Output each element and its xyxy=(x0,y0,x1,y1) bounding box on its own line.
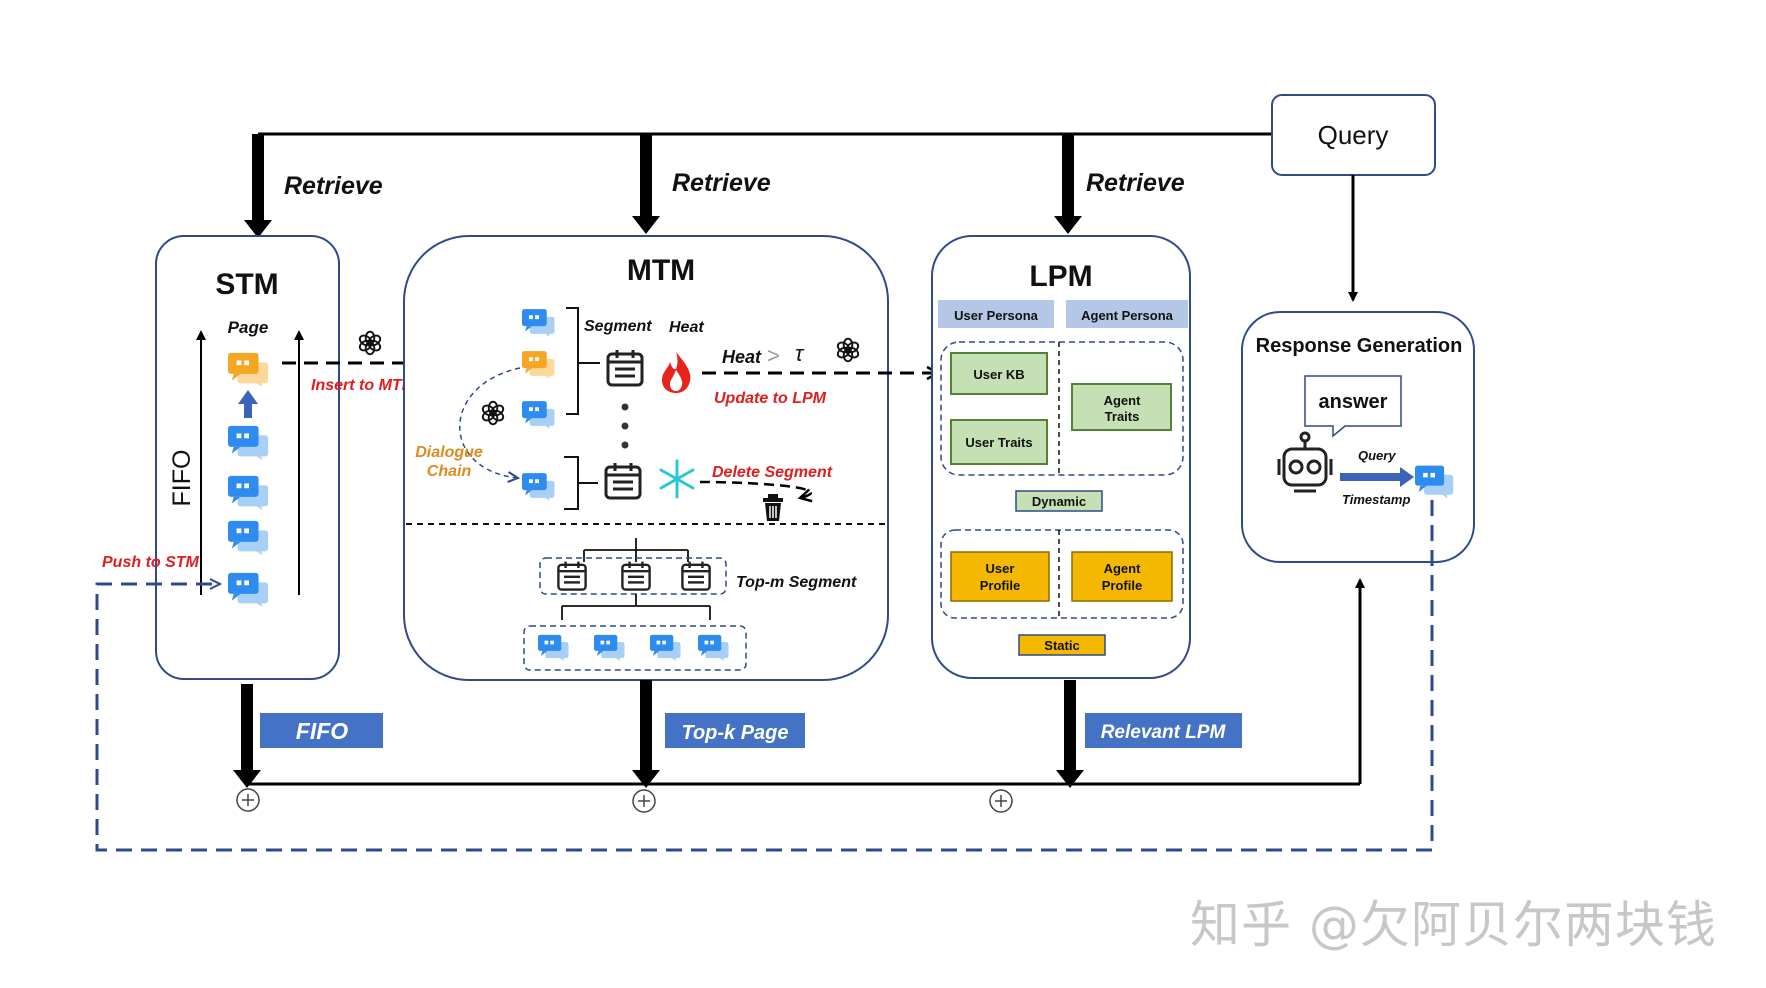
agent-profile-label: Profile xyxy=(1102,578,1142,593)
user-kb-label: User KB xyxy=(973,367,1024,382)
stm-title: STM xyxy=(215,268,278,301)
retrieve-label-lpm: Retrieve xyxy=(1086,169,1185,197)
retrieve-label-mtm: Retrieve xyxy=(672,169,771,197)
dialogue-chain-label: Chain xyxy=(427,463,472,480)
user-traits-label: User Traits xyxy=(965,435,1032,450)
user-profile-label: Profile xyxy=(980,578,1020,593)
user-profile-label: User xyxy=(986,561,1015,576)
delete-segment-arrow xyxy=(699,480,813,503)
segment-calendar-icon xyxy=(604,461,642,500)
response-generation-title: Response Generation xyxy=(1256,335,1463,357)
segment-calendar-icon xyxy=(621,560,651,591)
response-timestamp-label: Timestamp xyxy=(1342,492,1410,507)
agent-profile-label: Agent xyxy=(1104,561,1142,576)
segment-label: Segment xyxy=(584,318,652,335)
stm-up-arrow-icon xyxy=(238,390,258,418)
fire-icon xyxy=(662,352,691,393)
top-m-segment-group xyxy=(539,557,727,595)
segment-bracket xyxy=(566,307,600,415)
heat-condition-label: Heat xyxy=(722,347,762,367)
top-m-tree-bottom xyxy=(561,594,711,620)
segment-bracket xyxy=(564,456,598,510)
mtm-title: MTM xyxy=(627,254,695,287)
relevant-lpm-label: Relevant LPM xyxy=(1101,722,1227,743)
segment-calendar-icon xyxy=(557,560,587,591)
watermark: 知乎 @欠阿贝尔两块钱 xyxy=(1190,896,1717,954)
top-m-tree-top xyxy=(583,538,689,562)
stm-fifo-side-label: FIFO xyxy=(168,450,196,507)
agent-profile-box xyxy=(1071,551,1173,602)
dialogue-chain-arrow xyxy=(459,367,520,478)
top-k-page-tag xyxy=(665,713,805,748)
user-traits-box xyxy=(950,419,1048,465)
dynamic-group xyxy=(940,341,1184,476)
agent-traits-box xyxy=(1071,383,1172,431)
agent-traits-label: Traits xyxy=(1105,409,1140,424)
plus-circle-icon xyxy=(989,789,1013,813)
agent-persona-label: Agent Persona xyxy=(1081,308,1174,323)
user-kb-box xyxy=(950,352,1048,395)
robot-icon xyxy=(1277,431,1333,493)
delete-segment-label: Delete Segment xyxy=(712,464,833,481)
top-m-segment-label: Top-m Segment xyxy=(736,574,857,591)
ellipsis-dot xyxy=(621,441,629,449)
response-query-label: Query xyxy=(1358,448,1396,463)
dialogue-chain-label: Dialogue xyxy=(415,444,483,461)
user-persona-header xyxy=(938,300,1054,328)
ellipsis-dot xyxy=(621,422,629,430)
snowflake-icon xyxy=(659,459,695,499)
update-to-lpm-label: Update to LPM xyxy=(714,390,827,407)
answer-label: answer xyxy=(1319,391,1388,413)
top-k-page-label: Top-k Page xyxy=(681,722,788,744)
trash-icon xyxy=(763,494,783,521)
fifo-output-tag xyxy=(260,713,383,748)
answer-bubble xyxy=(1304,375,1402,438)
ellipsis-dot xyxy=(621,403,629,411)
retrieve-bus xyxy=(244,132,1272,238)
query-box-label: Query xyxy=(1318,120,1389,150)
tau-symbol: τ xyxy=(795,341,805,366)
retrieve-label-stm: Retrieve xyxy=(284,172,383,200)
segment-calendar-icon xyxy=(681,560,711,591)
plus-circle-icon xyxy=(632,789,656,813)
lpm-title: LPM xyxy=(1029,260,1092,293)
greater-than-symbol: > xyxy=(767,343,780,368)
user-persona-label: User Persona xyxy=(954,308,1039,323)
plus-circle-icon xyxy=(236,788,260,812)
segment-calendar-icon xyxy=(606,348,644,387)
relevant-lpm-tag xyxy=(1085,713,1242,748)
response-generation-panel xyxy=(1241,311,1475,563)
heat-label: Heat xyxy=(669,319,704,336)
static-tag-label: Static xyxy=(1044,638,1079,653)
response-arrow-icon xyxy=(1340,467,1414,487)
user-profile-box xyxy=(950,551,1050,602)
static-tag xyxy=(1018,634,1106,656)
insert-to-mtm-label: Insert to MTM xyxy=(311,377,416,394)
gpt-icon xyxy=(357,330,383,356)
top-k-page-group xyxy=(523,625,747,671)
bottom-output-bus xyxy=(233,578,1365,788)
stm-page-label: Page xyxy=(228,318,269,337)
dynamic-tag-label: Dynamic xyxy=(1032,494,1086,509)
agent-persona-header xyxy=(1066,300,1188,328)
push-to-stm-loop xyxy=(95,500,1434,852)
push-to-stm-label: Push to STM xyxy=(102,554,200,571)
agent-traits-label: Agent xyxy=(1104,393,1142,408)
static-group xyxy=(940,529,1184,619)
dynamic-tag xyxy=(1015,490,1103,512)
fifo-output-label: FIFO xyxy=(296,718,348,744)
